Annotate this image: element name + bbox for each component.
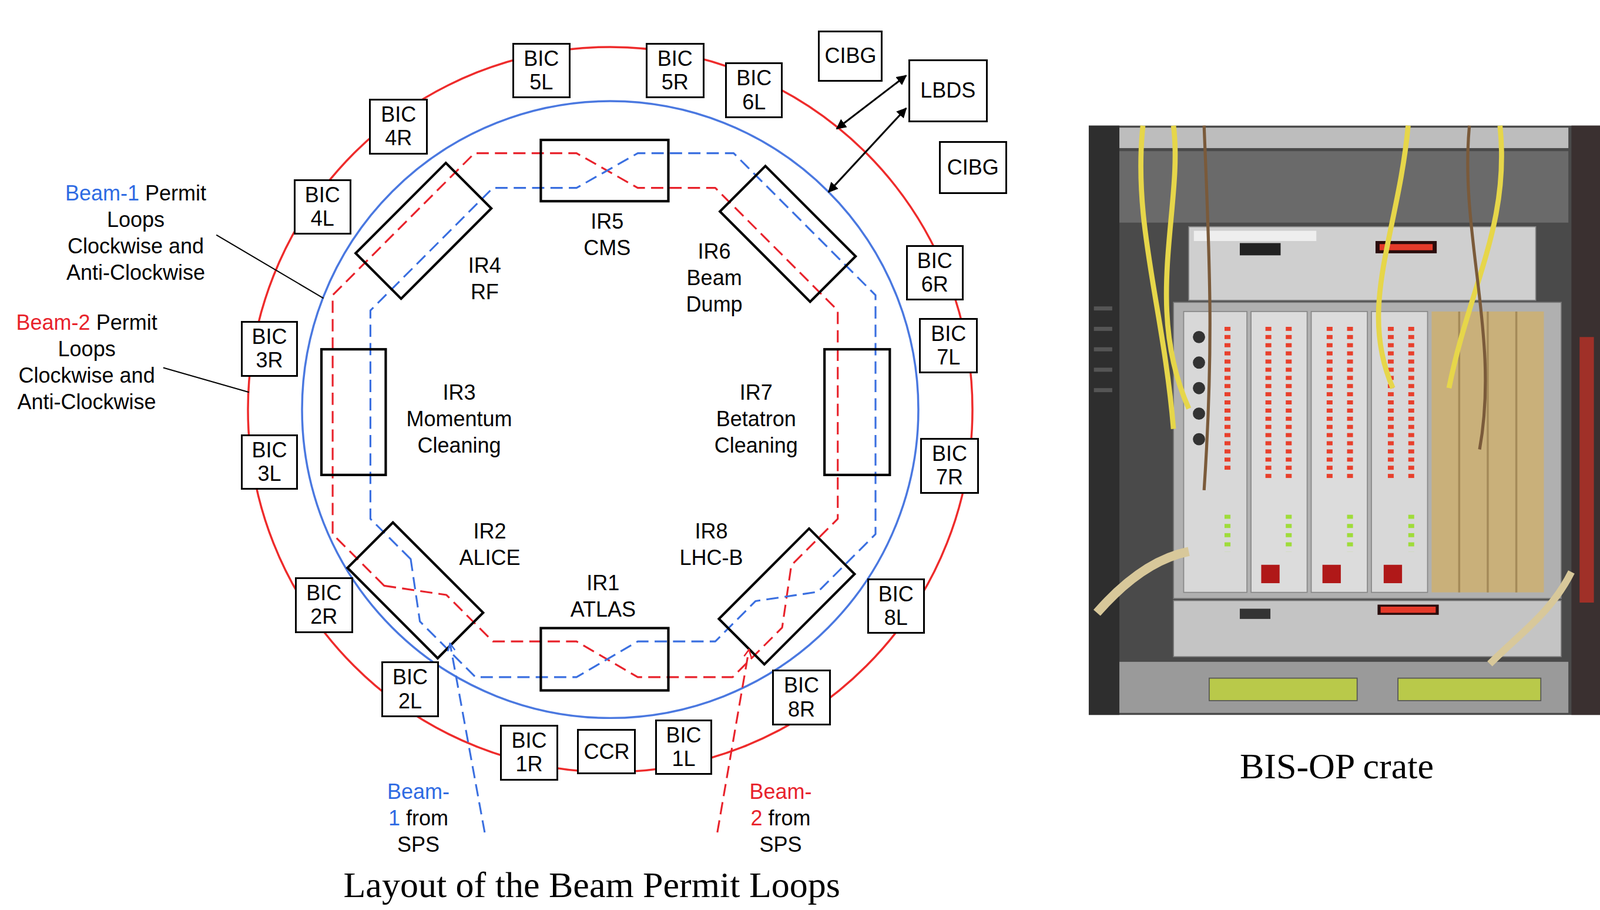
loop-note: Beam-1Permit Loops Clockwise and Anti-Cl… (60, 179, 211, 286)
beam2-injection (717, 649, 750, 833)
beam1-track (370, 153, 876, 677)
system-box: CCR (577, 728, 636, 774)
bic-box: BIC 6L (725, 62, 783, 119)
box-label: BIC 6L (730, 66, 778, 114)
box-label: BIC 7L (924, 321, 973, 370)
region-label-text: IR7 Betatron Cleaning (714, 380, 798, 458)
box-label: CIBG (824, 44, 877, 68)
beam2-track (332, 153, 838, 677)
bic-box: BIC 4R (369, 98, 428, 155)
bic-box: BIC 1R (500, 724, 559, 781)
double-arrow (828, 108, 907, 192)
photo-caption-text: BIS-OP crate (1239, 745, 1434, 786)
region-label: IR1 ATLAS (570, 569, 636, 623)
lbds-arrows (828, 75, 907, 193)
ir-box (321, 349, 386, 475)
bic-box: BIC 1L (655, 719, 713, 776)
box-label: BIC 5R (651, 47, 700, 95)
bic-box: BIC 3L (240, 434, 299, 491)
ir-box (540, 139, 669, 201)
injection-lines (450, 643, 750, 833)
injection-label-text: from SPS (759, 805, 811, 857)
leader-line (216, 235, 324, 299)
system-box: LBDS (908, 59, 988, 123)
bic-box: BIC 7R (920, 437, 979, 494)
region-label: IR5 CMS (583, 208, 631, 261)
figure-caption: Layout of the Beam Permit Loops (343, 866, 841, 903)
region-label: IR7 Betatron Cleaning (714, 378, 798, 459)
region-label-text: IR2 ALICE (459, 518, 521, 570)
loop-note: Beam-2Permit Loops Clockwise and Anti-Cl… (11, 309, 162, 415)
region-label: IR8 LHC-B (669, 517, 753, 571)
system-box: CIBG (938, 141, 1008, 194)
beam1-permit-loop (302, 101, 919, 718)
box-label: BIC 8L (872, 582, 920, 630)
bic-box: BIC 5L (512, 42, 572, 99)
region-label-text: IR8 LHC-B (679, 518, 743, 570)
beam2-permit-loop (247, 47, 973, 773)
ir-box (347, 522, 483, 659)
region-label-text: IR4 RF (468, 253, 502, 304)
bic-box: BIC 4L (293, 179, 352, 236)
permit-loops (247, 47, 973, 773)
box-label: BIC 1R (505, 728, 554, 777)
injection-label: Beam-2from SPS (728, 777, 834, 858)
box-label: LBDS (920, 78, 976, 103)
leader-lines (163, 235, 324, 393)
region-label-text: IR5 CMS (583, 209, 631, 260)
box-label: CIBG (947, 155, 999, 180)
box-label: BIC 1L (660, 723, 708, 771)
bic-box: BIC 2L (381, 661, 439, 717)
injection-label: Beam-1from SPS (365, 777, 472, 858)
crate-photo (1088, 125, 1600, 715)
region-label: IR6 Beam Dump (686, 237, 743, 318)
region-label-text: IR3 Momentum Cleaning (406, 380, 512, 458)
bic-box: BIC 3R (240, 320, 299, 377)
region-label: IR4 RF (468, 252, 502, 305)
box-label: BIC 2L (386, 665, 434, 713)
box-label: BIC 2R (300, 581, 349, 629)
bic-box: BIC 8R (772, 669, 831, 726)
bic-box: BIC 7L (918, 317, 978, 374)
system-box: CIBG (817, 30, 883, 82)
box-label: BIC 6R (911, 249, 959, 297)
bic-box: BIC 8L (867, 578, 925, 635)
box-label: BIC 4R (374, 102, 423, 151)
box-label: BIC 5L (517, 47, 566, 95)
beam-tracks (332, 153, 876, 677)
interaction-regions (321, 139, 890, 690)
region-label-text: IR1 ATLAS (570, 570, 636, 622)
injection-label-text: from SPS (397, 805, 449, 857)
photo-caption: BIS-OP crate (1239, 747, 1434, 784)
bic-box: BIC 5R (645, 42, 705, 99)
box-label: BIC 7R (925, 441, 974, 490)
region-label: IR2 ALICE (459, 517, 521, 571)
bic-box: BIC 2R (294, 577, 354, 633)
ir-box (540, 627, 669, 690)
loop-note-text: Beam-2 (16, 310, 91, 335)
box-label: BIC 8R (777, 673, 826, 721)
region-label: IR3 Momentum Cleaning (406, 378, 512, 459)
box-label: BIC 3R (246, 324, 294, 373)
leader-line (163, 367, 250, 392)
ir-box (355, 162, 492, 299)
box-label: BIC 3L (246, 438, 294, 486)
beam1-injection (450, 643, 485, 833)
box-label: BIC 4L (299, 183, 347, 231)
figure-caption-text: Layout of the Beam Permit Loops (343, 864, 841, 905)
box-label: CCR (583, 739, 630, 764)
region-label-text: IR6 Beam Dump (686, 239, 743, 317)
loop-note-text: Beam-1 (65, 180, 140, 206)
bic-box: BIC 6R (906, 245, 964, 301)
ir-box (824, 349, 890, 475)
